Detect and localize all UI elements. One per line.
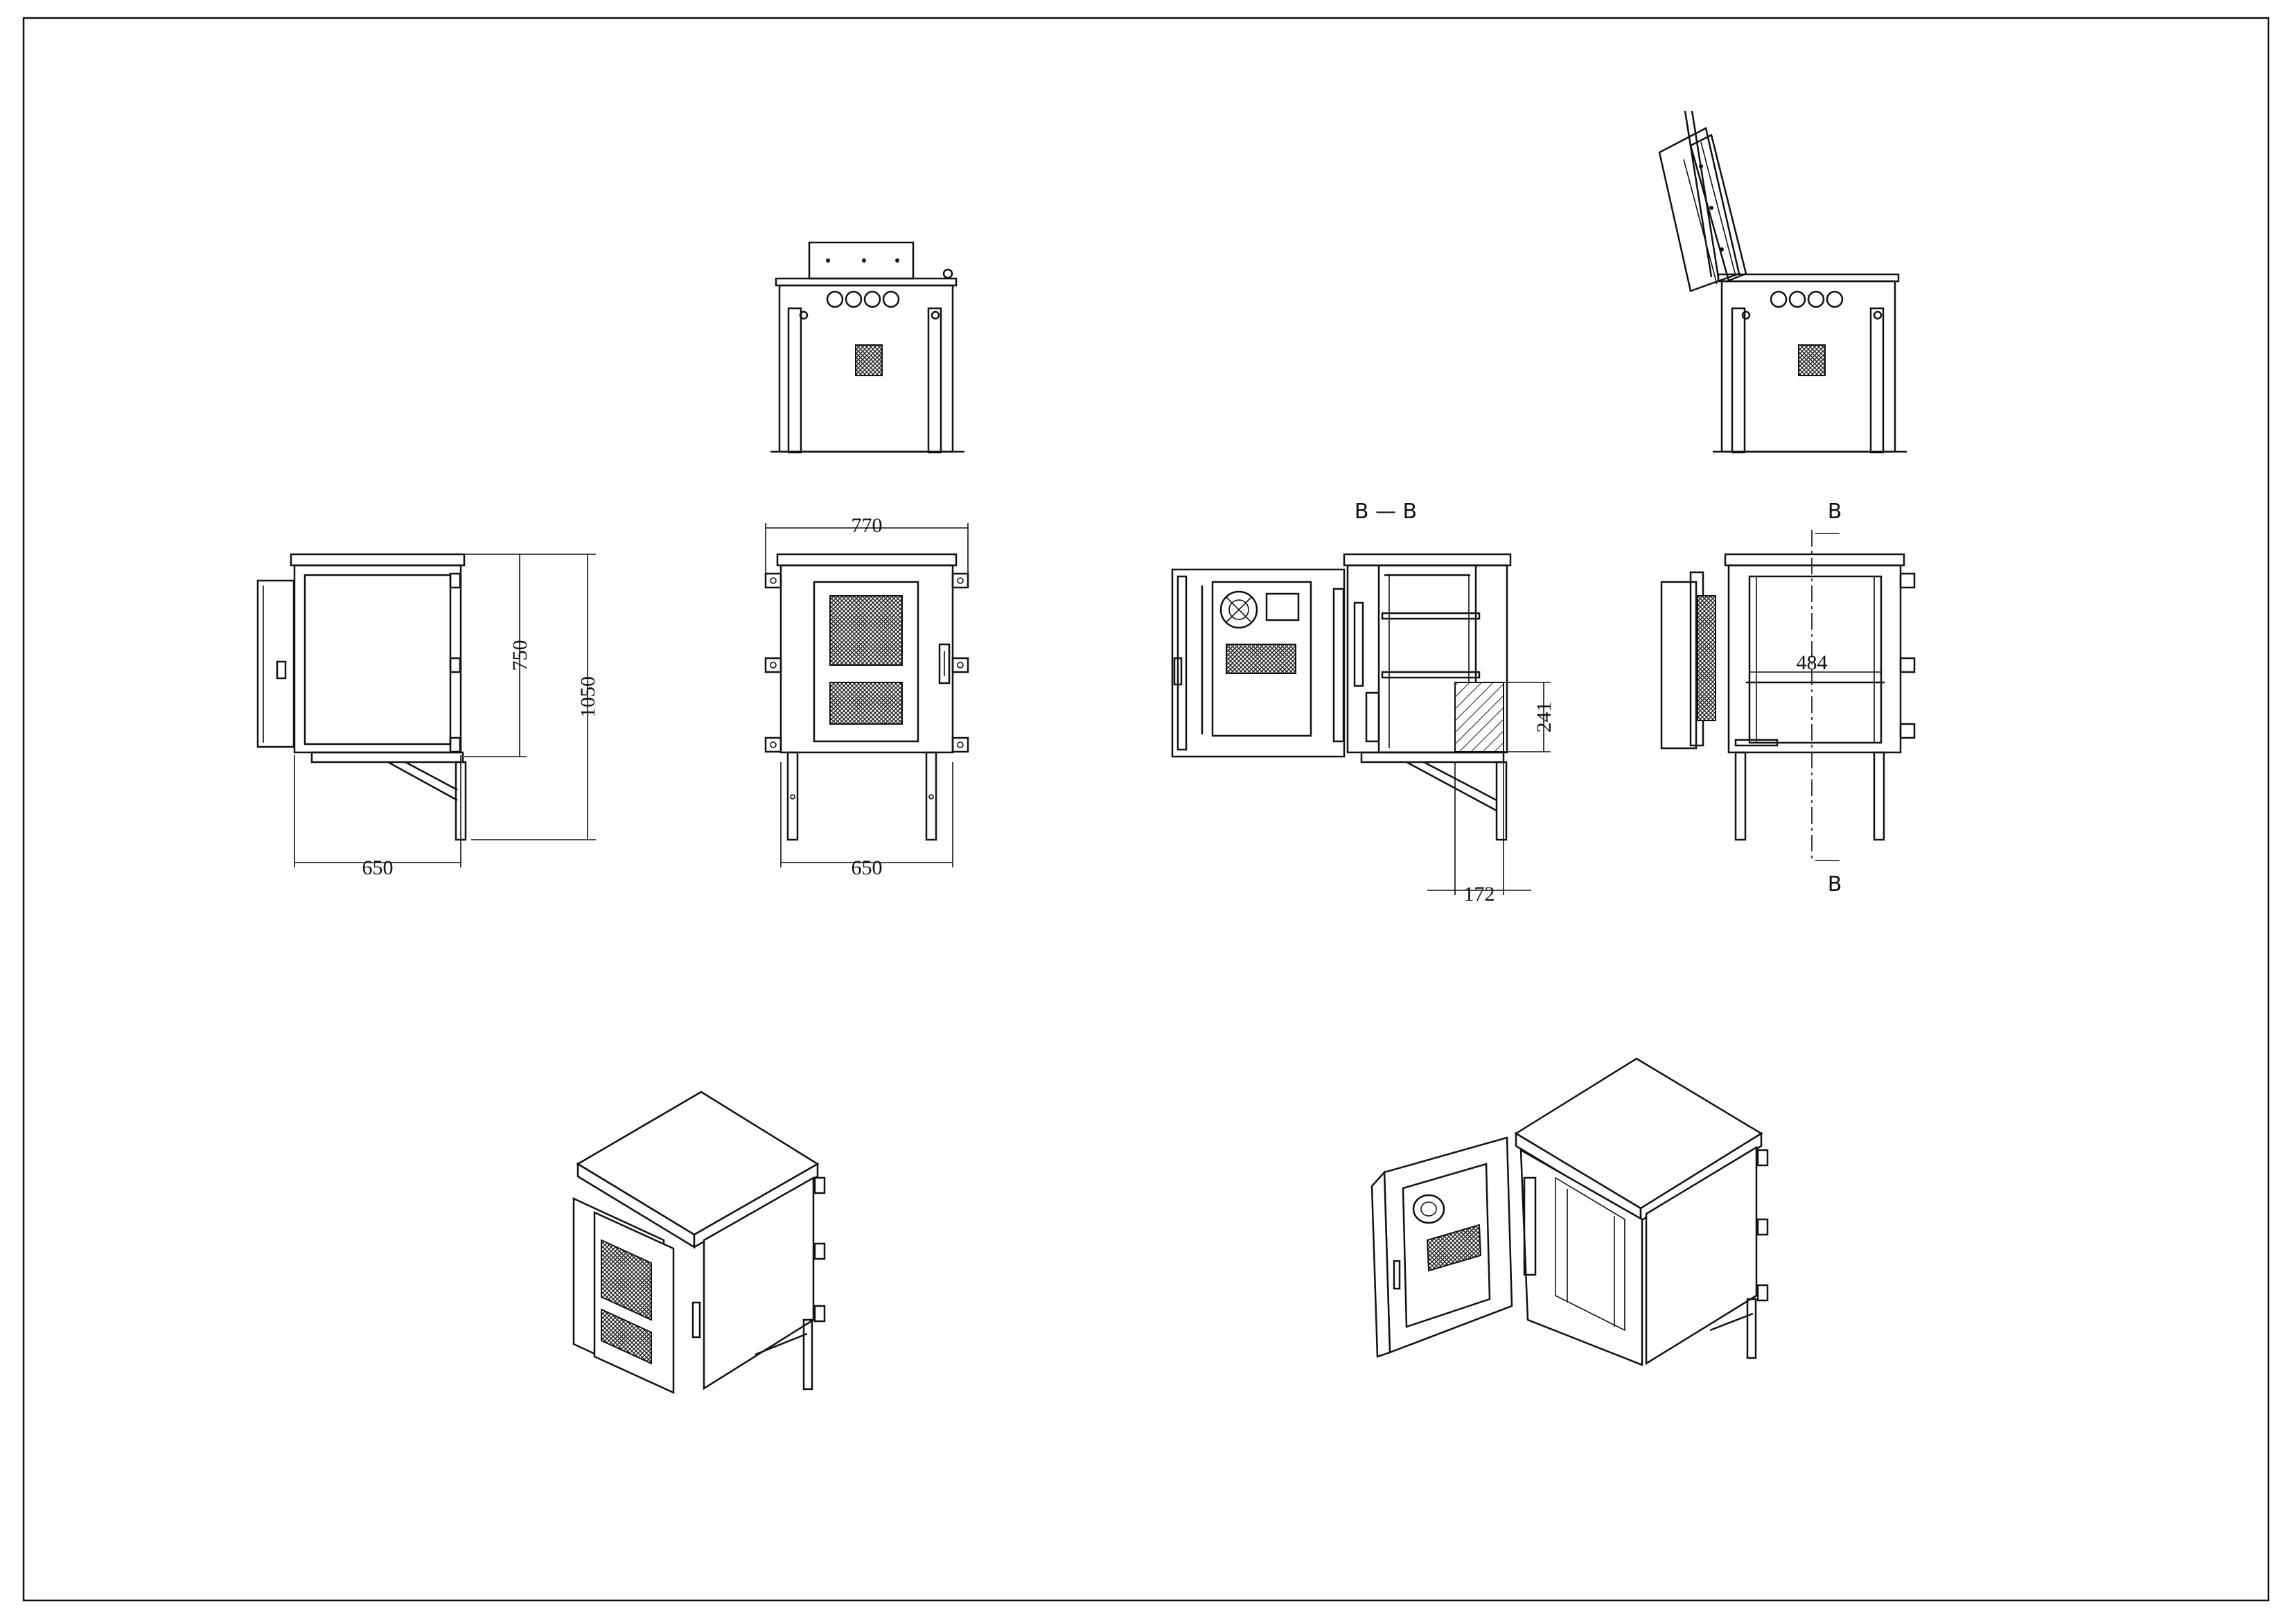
dim-section-offset: 172: [1464, 883, 1495, 906]
isometric-open: [1370, 1057, 1769, 1366]
dim-side-width: 650: [362, 856, 394, 879]
dim-inner-width: 484: [1797, 651, 1828, 674]
dim-height-box: 750: [509, 640, 531, 671]
front-view: [764, 523, 969, 867]
section-marker-bottom: B: [1828, 872, 1842, 897]
top-view-open: [1658, 110, 1907, 454]
top-view-closed: [770, 241, 964, 454]
dim-front-bottom-width: 650: [852, 856, 883, 879]
section-b-b-view: [1171, 553, 1551, 895]
dim-section-height: 241: [1533, 702, 1555, 733]
dim-front-top-width: 770: [852, 514, 883, 537]
interior-view: [1660, 530, 1916, 863]
section-label: B — B: [1355, 500, 1417, 524]
dim-height-total: 1050: [576, 676, 599, 718]
side-view: [256, 553, 596, 867]
section-marker-top: B: [1828, 500, 1842, 524]
isometric-closed: [572, 1091, 826, 1394]
sheet-border: [22, 17, 2270, 1602]
